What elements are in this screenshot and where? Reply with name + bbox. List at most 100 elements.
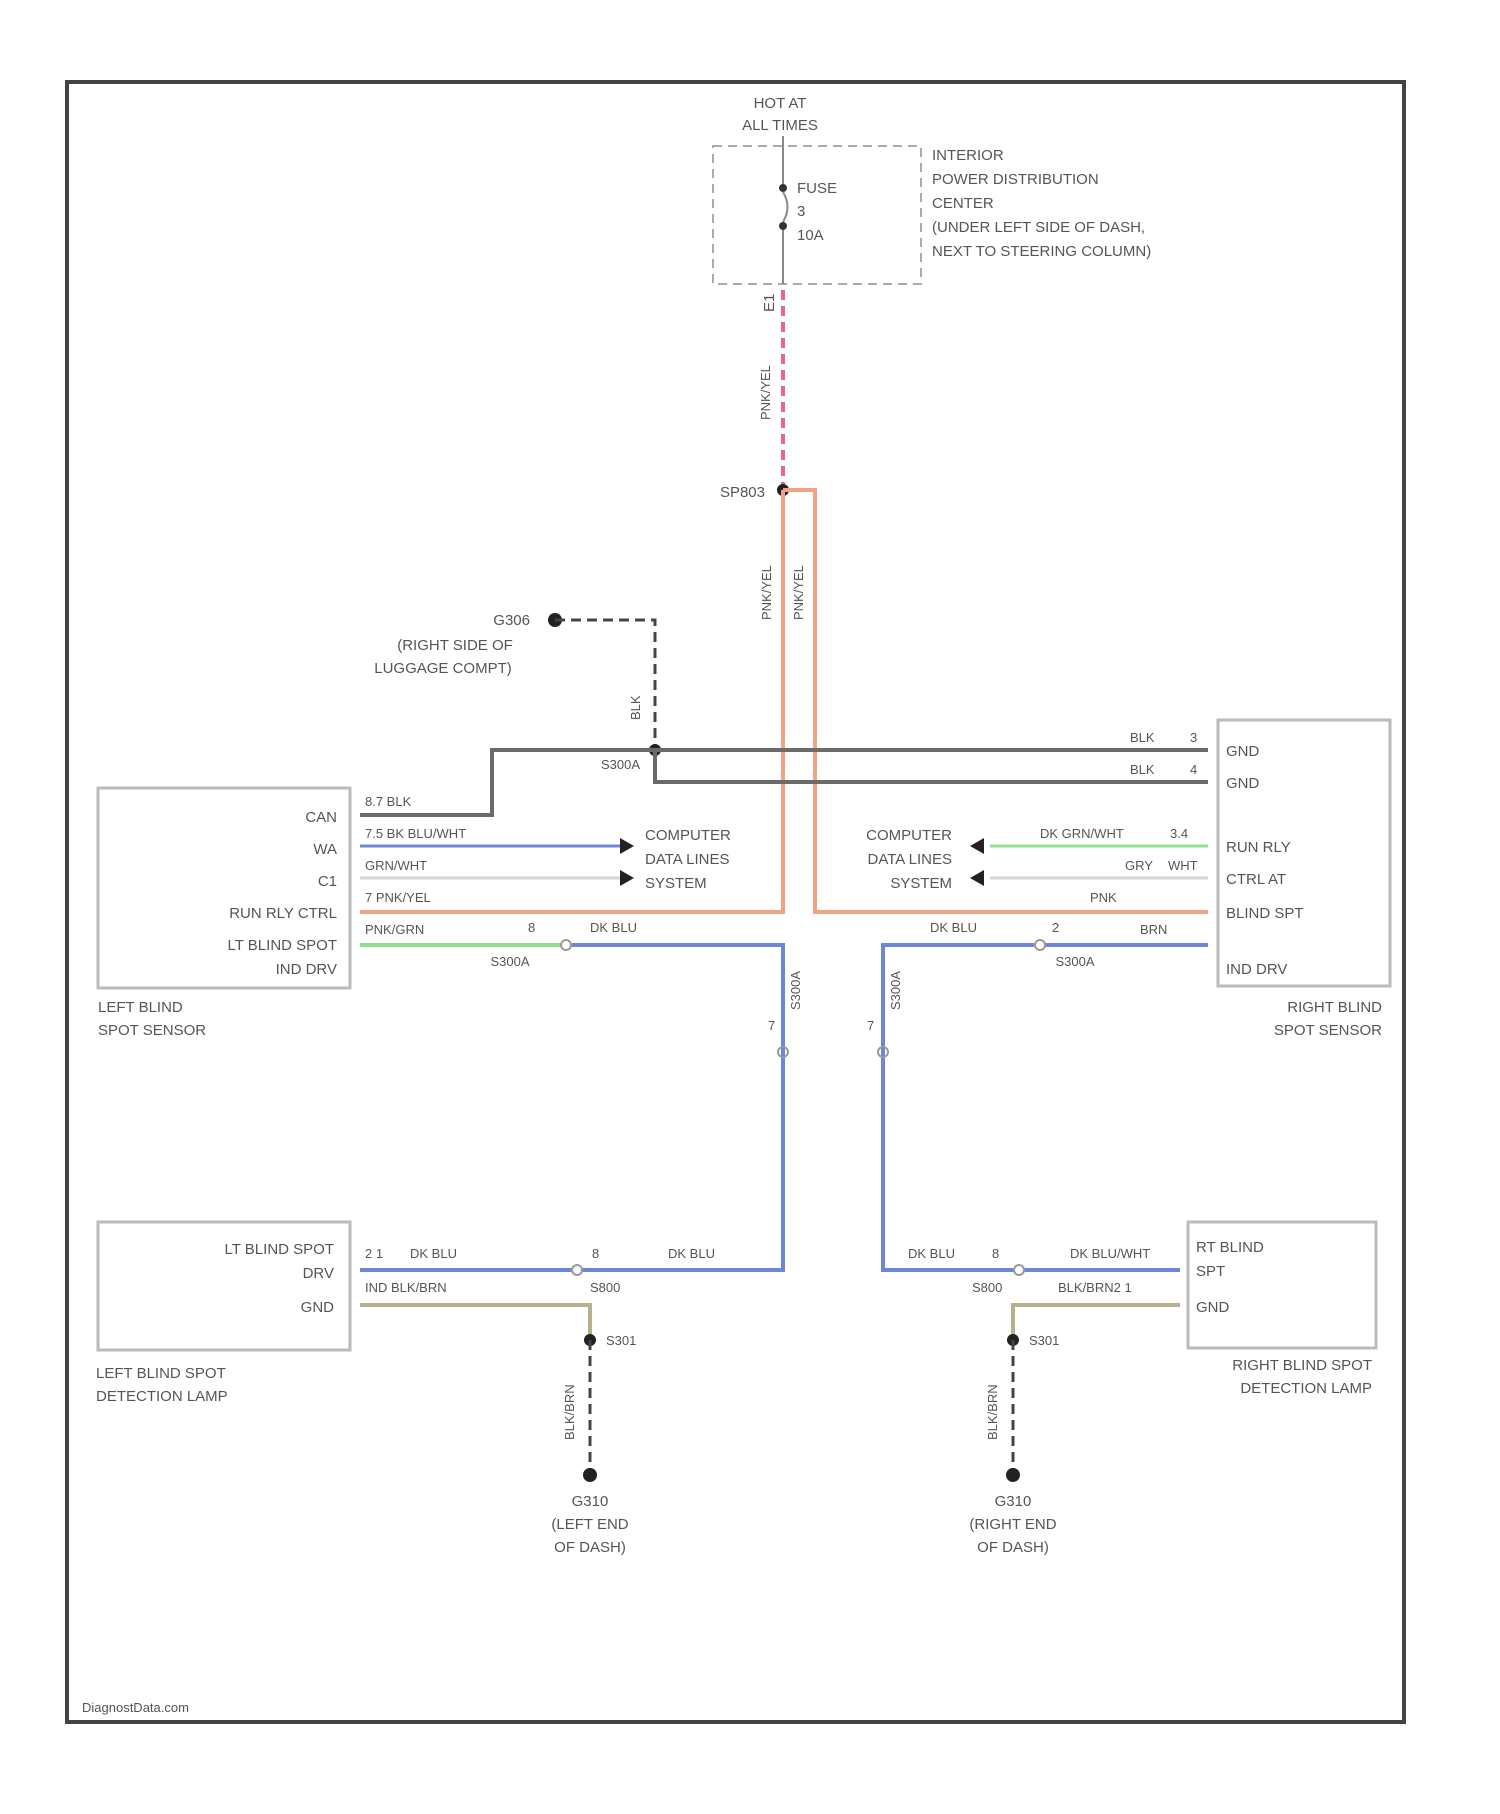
right-lamp-name-2: DETECTION LAMP bbox=[1240, 1380, 1372, 1397]
left-wire-label-3: GRN/WHT bbox=[365, 858, 427, 873]
ground-g306-loc-1: (RIGHT SIDE OF bbox=[397, 637, 513, 654]
conn-s800-right bbox=[1014, 1265, 1024, 1275]
wire-blk-ground-label: BLK bbox=[628, 695, 643, 720]
right-lamp-wire-top-label: DK BLU/WHT bbox=[1070, 1246, 1150, 1261]
fuse-label: FUSE bbox=[797, 180, 837, 197]
wire-blk-brn-right-ground-label: BLK/BRN bbox=[985, 1384, 1000, 1440]
ipdc-label-4: (UNDER LEFT SIDE OF DASH, bbox=[932, 219, 1145, 236]
left-sensor-name-1: LEFT BLIND bbox=[98, 999, 183, 1016]
right-sensor-name-1: RIGHT BLIND bbox=[1287, 999, 1382, 1016]
cdl-left-1: COMPUTER bbox=[645, 827, 731, 844]
conn-s800-left bbox=[572, 1265, 582, 1275]
wire-dk-blu-right-label: DK BLU bbox=[930, 920, 977, 935]
right-sensor-pin-ind-drv: IND DRV bbox=[1226, 961, 1287, 978]
right-wire-label-10: BRN bbox=[1140, 922, 1167, 937]
ground-g310-right-loc-1: (RIGHT END bbox=[969, 1516, 1056, 1533]
wire-blk-brn-left-lamp bbox=[360, 1305, 590, 1340]
left-wire-label-5: PNK/GRN bbox=[365, 922, 424, 937]
wire-pnk-yel-left-label: PNK/YEL bbox=[759, 565, 774, 620]
left-sensor-name-2: SPOT SENSOR bbox=[98, 1022, 206, 1039]
all-times-label: ALL TIMES bbox=[742, 117, 818, 134]
fuse-icon bbox=[783, 192, 788, 222]
wire-blk-brn-left-ground-label: BLK/BRN bbox=[562, 1384, 577, 1440]
right-wire-label-7: GRY bbox=[1125, 858, 1153, 873]
fuse-pin: E1 bbox=[761, 294, 778, 312]
ipdc-box bbox=[713, 146, 921, 284]
splice-s301-right-label: S301 bbox=[1029, 1333, 1059, 1348]
left-sensor-pin-lt-blind: LT BLIND SPOT bbox=[228, 937, 337, 954]
wire-dk-blu-left-vert-label: S300A bbox=[788, 971, 803, 1010]
right-sensor-name-2: SPOT SENSOR bbox=[1274, 1022, 1382, 1039]
wire-pnk-yel-left bbox=[360, 490, 783, 912]
splice-sp803-label: SP803 bbox=[720, 484, 765, 501]
arrow-cdl-right-2 bbox=[970, 870, 984, 886]
right-sensor-pin-blind: BLIND SPT bbox=[1226, 905, 1304, 922]
ipdc-label-1: INTERIOR bbox=[932, 147, 1004, 164]
splice-s301-left-label: S301 bbox=[606, 1333, 636, 1348]
right-sensor-pin-run-rly: RUN RLY bbox=[1226, 839, 1291, 856]
tag-2-right: 2 bbox=[1052, 920, 1059, 935]
left-sensor-pin-run-rly: RUN RLY CTRL bbox=[229, 905, 337, 922]
left-sensor-pin-c1: C1 bbox=[318, 873, 337, 890]
left-sensor-pin-wa: WA bbox=[313, 841, 337, 858]
hot-at-label: HOT AT bbox=[754, 95, 807, 112]
right-sensor-pin-ctrl: CTRL AT bbox=[1226, 871, 1286, 888]
wire-pnk-yel-right bbox=[783, 490, 1208, 912]
right-lamp-pin-3: GND bbox=[1196, 1299, 1230, 1316]
left-lamp-gnd-wire-label: IND BLK/BRN bbox=[365, 1280, 447, 1295]
right-wire-label-5: DK GRN/WHT bbox=[1040, 826, 1124, 841]
fuse-number: 3 bbox=[797, 203, 805, 220]
right-lamp-pin-2: SPT bbox=[1196, 1263, 1225, 1280]
right-wire-label-2: 3 bbox=[1190, 730, 1197, 745]
watermark: DiagnostData.com bbox=[82, 1700, 189, 1715]
cdl-right-3: SYSTEM bbox=[890, 875, 952, 892]
right-wire-label-6: 3.4 bbox=[1170, 826, 1188, 841]
splice-s300a-label: S300A bbox=[601, 757, 640, 772]
wire-dk-blu-right bbox=[883, 945, 1034, 1270]
right-wire-label-9: PNK bbox=[1090, 890, 1117, 905]
fuse-terminal-top bbox=[779, 184, 787, 192]
conn-s800-left-label: S800 bbox=[590, 1280, 620, 1295]
conn-s300a-right-label: S300A bbox=[1055, 954, 1094, 969]
left-lamp-wire-label-2: DK BLU bbox=[668, 1246, 715, 1261]
cdl-left-2: DATA LINES bbox=[645, 851, 729, 868]
cdl-right-1: COMPUTER bbox=[866, 827, 952, 844]
wire-dk-blu-right-vert-label: S300A bbox=[888, 971, 903, 1010]
conn-s300a-left bbox=[561, 940, 571, 950]
ipdc-label-3: CENTER bbox=[932, 195, 994, 212]
ground-g310-left-loc-1: (LEFT END bbox=[551, 1516, 628, 1533]
left-sensor-pin-ind-drv: IND DRV bbox=[276, 961, 337, 978]
ground-g310-left-id: G310 bbox=[572, 1493, 609, 1510]
wire-blk-ground bbox=[555, 620, 655, 750]
right-wire-label-3: BLK bbox=[1130, 762, 1155, 777]
ground-g306-id: G306 bbox=[493, 612, 530, 629]
right-wire-label-8: WHT bbox=[1168, 858, 1198, 873]
left-wire-label-2: 7.5 BK BLU/WHT bbox=[365, 826, 466, 841]
left-lamp-name-1: LEFT BLIND SPOT bbox=[96, 1365, 226, 1382]
left-lamp-pin-1: LT BLIND SPOT bbox=[225, 1241, 334, 1258]
ipdc-label-5: NEXT TO STEERING COLUMN) bbox=[932, 243, 1151, 260]
arrow-cdl-right-1 bbox=[970, 838, 984, 854]
ground-g310-right bbox=[1006, 1468, 1020, 1482]
arrow-cdl-left-1 bbox=[620, 838, 634, 854]
left-wire-label-4: 7 PNK/YEL bbox=[365, 890, 431, 905]
wire-pnk-yel-feed-label: PNK/YEL bbox=[758, 365, 773, 420]
right-lamp-name-1: RIGHT BLIND SPOT bbox=[1232, 1357, 1372, 1374]
right-sensor-pin-gnd-2: GND bbox=[1226, 775, 1260, 792]
left-sensor-pin-can: CAN bbox=[305, 809, 337, 826]
right-lamp-wire-label: DK BLU bbox=[908, 1246, 955, 1261]
left-lamp-pin-2: DRV bbox=[303, 1265, 334, 1282]
ground-g310-left-loc-2: OF DASH) bbox=[554, 1539, 626, 1556]
fuse-terminal-bottom bbox=[779, 222, 787, 230]
tag-7-left: 7 bbox=[768, 1018, 775, 1033]
right-sensor-pin-gnd-1: GND bbox=[1226, 743, 1260, 760]
cdl-right-2: DATA LINES bbox=[868, 851, 952, 868]
right-wire-label-4: 4 bbox=[1190, 762, 1197, 777]
ground-g306-loc-2: LUGGAGE COMPT) bbox=[374, 660, 512, 677]
wire-blk-right-gnd-2 bbox=[655, 750, 1208, 782]
conn-s300a-left-label: S300A bbox=[490, 954, 529, 969]
tag-8-lamp-left: 8 bbox=[592, 1246, 599, 1261]
ground-g310-left bbox=[583, 1468, 597, 1482]
left-lamp-name-2: DETECTION LAMP bbox=[96, 1388, 228, 1405]
